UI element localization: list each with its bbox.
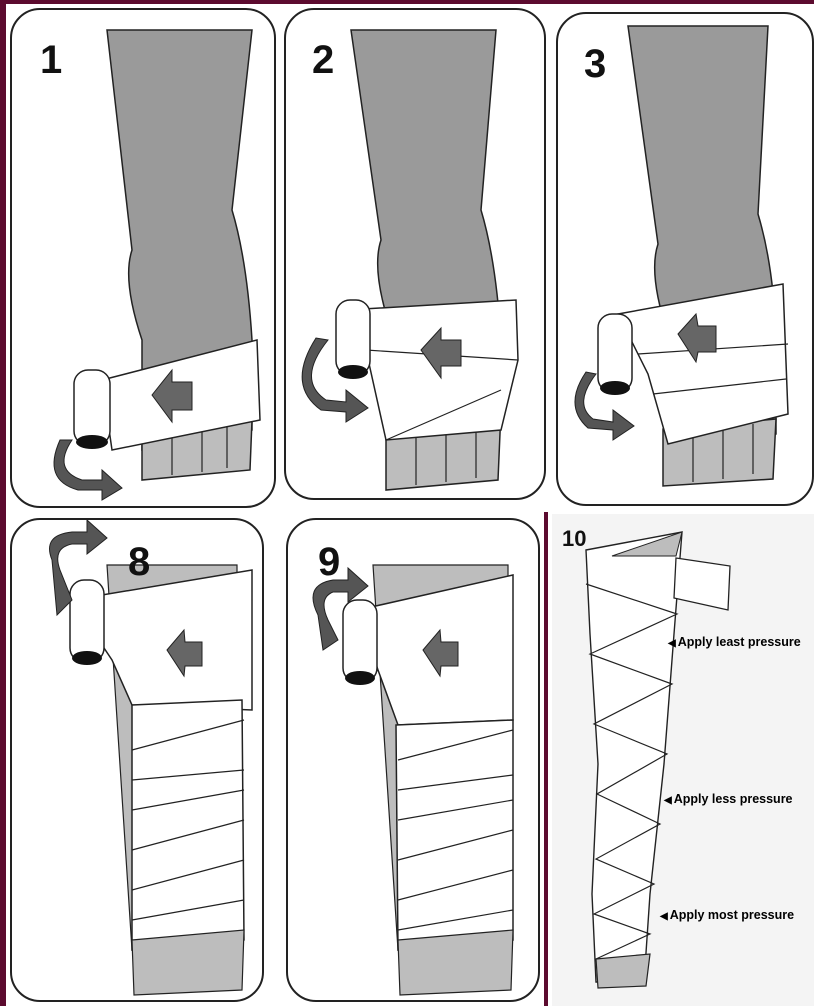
top-accent-bar xyxy=(0,0,814,4)
bandage-roll-icon xyxy=(343,600,377,685)
step-1-illustration xyxy=(12,10,276,508)
step-8-panel: 8 xyxy=(10,518,264,1002)
step-3-illustration xyxy=(558,14,814,506)
step-1-number: 1 xyxy=(40,40,62,80)
bandage-roll-icon xyxy=(74,370,110,449)
bandage-roll-icon xyxy=(70,580,104,665)
step-9-number: 9 xyxy=(318,542,340,582)
step-9-illustration xyxy=(288,520,540,1002)
step-2-illustration xyxy=(286,10,546,500)
less-pressure-label: ◀Apply less pressure xyxy=(664,792,793,806)
most-pressure-label: ◀Apply most pressure xyxy=(660,908,794,922)
pointer-arrow-icon: ◀ xyxy=(664,795,672,806)
step-10-illustration xyxy=(552,514,814,1006)
step-9-panel: 9 xyxy=(286,518,540,1002)
bandage-roll-icon xyxy=(598,314,632,395)
step-3-number: 3 xyxy=(584,44,606,84)
step-2-number: 2 xyxy=(312,40,334,80)
panel-divider xyxy=(544,512,548,1006)
step-10-number: 10 xyxy=(562,528,586,550)
step-8-illustration xyxy=(12,520,264,1002)
step-10-panel: 10 ◀Apply least pressure ◀Apply less pre… xyxy=(552,514,814,1006)
step-2-panel: 2 xyxy=(284,8,546,500)
pointer-arrow-icon: ◀ xyxy=(660,911,668,922)
left-accent-bar xyxy=(0,0,6,1006)
step-1-panel: 1 xyxy=(10,8,276,508)
step-3-panel: 3 xyxy=(556,12,814,506)
pointer-arrow-icon: ◀ xyxy=(668,638,676,649)
least-pressure-label: ◀Apply least pressure xyxy=(668,635,801,649)
bandage-roll-icon xyxy=(336,300,370,379)
step-8-number: 8 xyxy=(128,542,150,582)
